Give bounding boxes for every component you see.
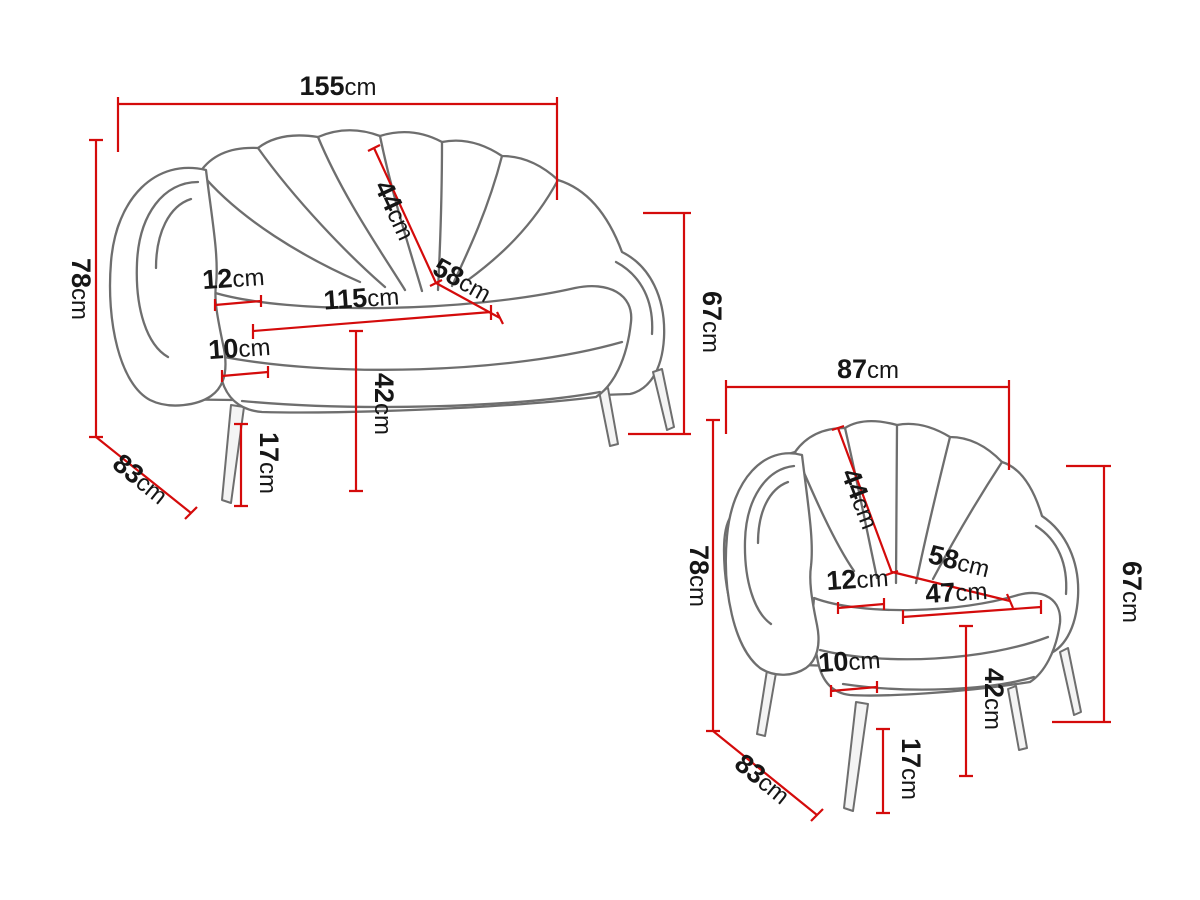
sofa-seat-width-label: 115cm: [323, 280, 400, 315]
armchair-seat-width-label: 47cm: [924, 575, 988, 609]
armchair-seat-height-dim-line: [959, 624, 973, 778]
armchair-seat-height-unit: cm: [979, 698, 1006, 730]
armchair-petal-divider-3: [894, 423, 899, 585]
armchair-side-height-unit: cm: [1117, 591, 1144, 623]
armchair-armrest-width-unit: cm: [856, 565, 890, 594]
armchair-seat-crease: [818, 635, 1050, 661]
sofa-side-height-unit: cm: [697, 321, 724, 353]
sofa-seat-height-unit: cm: [369, 403, 396, 435]
sofa-height-label: 78cm: [66, 258, 96, 320]
sofa-width-unit: cm: [345, 74, 377, 101]
armchair-side-height-value: 67: [1117, 561, 1147, 591]
armchair-height-value: 78: [684, 545, 714, 575]
armchair-left-arm-accent-1: [743, 464, 796, 626]
armchair-leg-back-right: [1059, 647, 1082, 716]
armchair-leg-height-value: 17: [896, 738, 926, 768]
sofa-side-height-dim-line: [628, 211, 691, 436]
armchair-width-value: 87: [837, 354, 867, 384]
armchair-leg-height-label: 17cm: [896, 738, 926, 800]
armchair-seat-diagonal-dim-line: [891, 570, 1015, 609]
sofa-height-value: 78: [66, 258, 96, 288]
armchair-seat-height-value: 42: [979, 668, 1009, 698]
armchair-leg-front-left: [843, 701, 869, 812]
armchair-armrest-width-label: 12cm: [825, 562, 889, 596]
sofa-width-value: 155: [299, 71, 344, 101]
sofa-leg-height-label: 17cm: [254, 432, 284, 494]
armchair-seat-height-label: 42cm: [979, 668, 1009, 730]
armchair-seat-width-dim-line: [901, 600, 1043, 624]
armchair-armrest-width-value: 12: [825, 564, 857, 596]
armchair-seat-diagonal-label: 58cm: [925, 539, 992, 583]
sofa-right-arm-accent: [614, 260, 654, 336]
sofa-armrest-width-value: 12: [201, 263, 233, 295]
sofa-petal-divider-1: [198, 170, 362, 284]
sofa-depth-dim-line: [95, 436, 198, 520]
armchair-seat-diagonal-value: 58: [925, 539, 961, 575]
sofa-left-arm-accent-2: [154, 197, 193, 270]
armchair-cushion-thickness-value: 10: [817, 646, 849, 678]
sofa-left-arm-accent-1: [135, 180, 200, 359]
sofa-seat-width-unit: cm: [366, 283, 400, 312]
sofa-seat-crease: [217, 340, 624, 371]
sofa-armrest-width-unit: cm: [232, 264, 266, 293]
sofa-petal-divider-7: [466, 178, 560, 282]
sofa-armrest-width-dim-line: [213, 295, 263, 311]
sofa-leg-height-unit: cm: [254, 462, 281, 494]
sofa-petal-divider-5: [436, 140, 444, 292]
armchair-side-height-label: 67cm: [1117, 561, 1147, 623]
armchair-width-unit: cm: [867, 357, 899, 384]
sofa-left-arm: [108, 166, 227, 407]
sofa-width-label: 155cm: [299, 71, 376, 101]
armchair-side-height-dim-line: [1052, 464, 1111, 724]
sofa-seat-height-label: 42cm: [369, 373, 399, 435]
sofa-seat-height-dim-line: [349, 329, 363, 493]
sofa-leg-height-dim-line: [234, 422, 248, 508]
sofa-seat-height-value: 42: [369, 373, 399, 403]
sofa-seat-width-value: 115: [323, 283, 369, 316]
armchair-height-label: 78cm: [684, 545, 714, 607]
sofa-petal-divider-2: [256, 146, 387, 289]
sofa-side-height-label: 67cm: [697, 291, 727, 353]
sofa-cushion-thickness-unit: cm: [238, 334, 272, 363]
armchair-petal-divider-4: [914, 435, 952, 585]
sofa-petal-divider-6: [450, 154, 504, 288]
sofa-seat-width-dim-line: [251, 305, 493, 339]
sofa-width-dim-line: [116, 97, 559, 200]
armchair-petal-divider-2: [843, 426, 879, 580]
sofa-armrest-width-label: 12cm: [201, 261, 265, 295]
armchair-left-arm: [724, 452, 820, 676]
armchair-cushion-thickness-unit: cm: [848, 647, 882, 676]
sofa-seat-hem: [240, 390, 602, 409]
sofa-cushion-thickness-dim-line: [220, 366, 270, 382]
sofa-cushion-thickness-label: 10cm: [207, 331, 271, 365]
armchair-armrest-width-dim-line: [836, 598, 886, 614]
sofa-petal-divider-3: [316, 135, 407, 292]
armchair-seat: [811, 591, 1062, 697]
armchair-left-arm-accent-2: [756, 480, 790, 545]
armchair-width-label: 87cm: [837, 354, 899, 384]
sofa-height-unit: cm: [66, 288, 93, 320]
sofa-petal-divider-4: [378, 134, 424, 293]
armchair-depth-dim-line: [712, 730, 824, 822]
armchair-leg-front-right: [1007, 685, 1028, 751]
sofa-leg-back-right: [652, 368, 675, 431]
armchair-seat-width-value: 47: [924, 577, 956, 609]
armchair-height-unit: cm: [684, 575, 711, 607]
armchair-leg-height-unit: cm: [896, 768, 923, 800]
sofa-side-height-value: 67: [697, 291, 727, 321]
armchair-cushion-thickness-label: 10cm: [817, 644, 881, 678]
armchair-width-dim-line: [724, 380, 1011, 470]
armchair-right-arm-accent: [1034, 524, 1068, 596]
armchair-drawing: [722, 420, 1082, 812]
armchair-petal-divider-5: [931, 460, 1004, 581]
sofa-leg-height-value: 17: [254, 432, 284, 462]
armchair-leg-height-dim-line: [876, 727, 890, 815]
armchair-cushion-thickness-dim-line: [829, 681, 879, 697]
armchair-seat-width-unit: cm: [955, 578, 989, 607]
sofa-drawing: [108, 129, 675, 504]
sofa-seat: [210, 285, 633, 414]
sofa-cushion-thickness-value: 10: [207, 333, 239, 365]
